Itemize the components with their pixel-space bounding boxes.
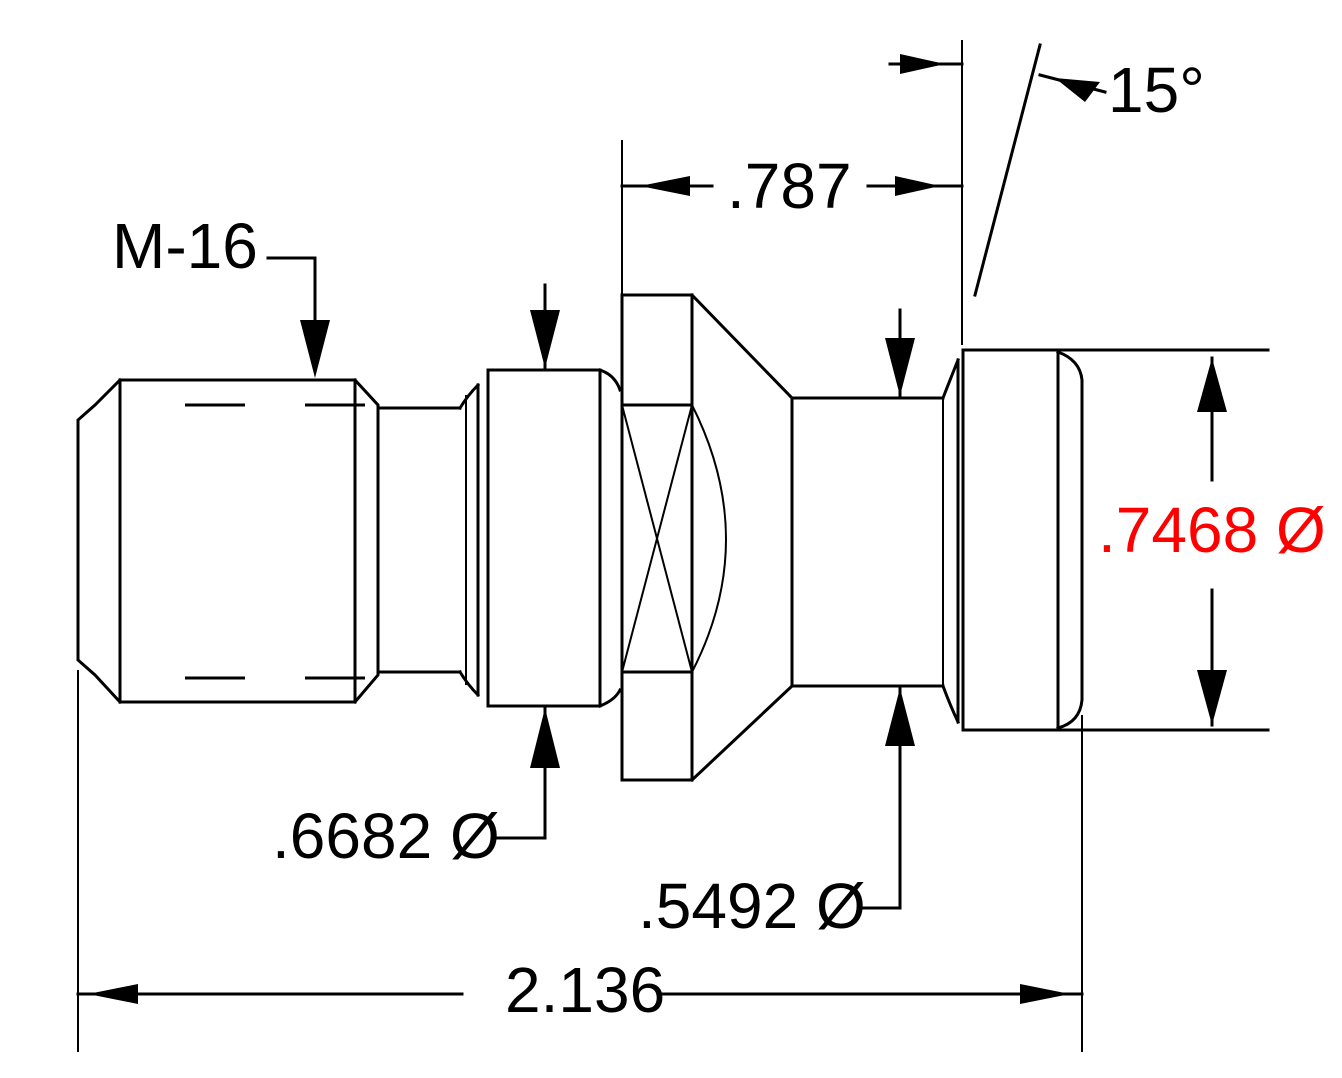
thread-callout: M-16 <box>112 210 330 378</box>
body-diameter-label: .7468 Ø <box>1098 494 1326 566</box>
collar-diameter-label: .6682 Ø <box>272 800 500 872</box>
flange-length-label: .787 <box>727 150 852 222</box>
small-neck <box>376 382 481 698</box>
body-section <box>956 348 1270 1052</box>
thread-label: M-16 <box>112 210 258 282</box>
overall-length-label: 2.136 <box>505 954 665 1026</box>
collar-section <box>476 368 623 708</box>
angle-dimension: 15° <box>888 43 1205 297</box>
neck-diameter-dimension: .5492 Ø <box>638 308 915 942</box>
neck-diameter-label: .5492 Ø <box>638 870 866 942</box>
thread-section <box>76 377 380 705</box>
angle-label: 15° <box>1108 54 1205 126</box>
body-diameter-dimension: .7468 Ø <box>1098 356 1326 727</box>
collar-diameter-dimension: .6682 Ø <box>272 283 560 872</box>
main-neck <box>790 358 960 724</box>
overall-length-dimension: 2.136 <box>76 670 1084 1052</box>
flange-section <box>620 292 795 783</box>
flange-length-dimension: .787 <box>620 40 964 345</box>
